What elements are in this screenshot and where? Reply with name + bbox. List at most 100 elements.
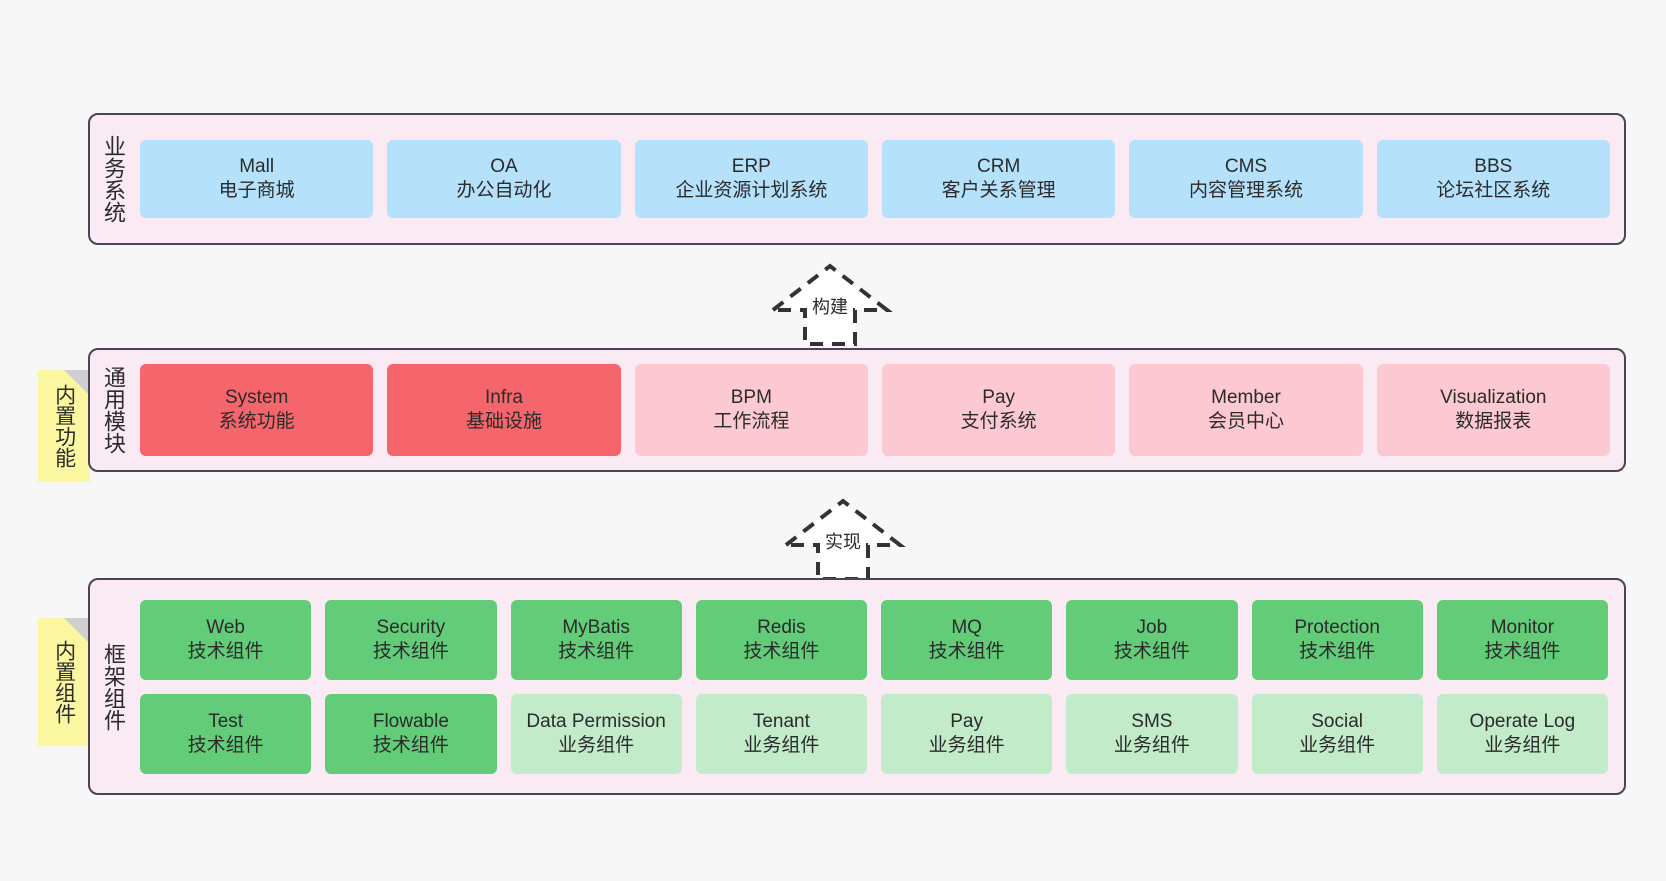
card-tenant-cn: 业务组件 [743, 734, 820, 756]
connector-build-arrow [755, 258, 905, 350]
card-sms-en: SMS [1131, 710, 1173, 732]
framework-row-technical: Web 技术组件 Security 技术组件 MyBatis 技术组件 Redi… [140, 599, 1608, 680]
card-bbs[interactable]: BBS 论坛社区系统 [1376, 140, 1610, 218]
card-oa-cn: 办公自动化 [456, 180, 552, 201]
card-mall[interactable]: Mall 电子商城 [140, 140, 374, 218]
connector-build-label: 构建 [812, 297, 848, 317]
card-visualization[interactable]: Visualization 数据报表 [1376, 364, 1610, 456]
card-data-permission-en: Data Permission [526, 710, 666, 732]
card-bbs-cn: 论坛社区系统 [1436, 180, 1551, 201]
note-fold-icon [64, 370, 90, 396]
card-infra-en: Infra [484, 387, 523, 409]
card-test[interactable]: Test 技术组件 [140, 693, 312, 774]
card-cms[interactable]: CMS 内容管理系统 [1129, 140, 1363, 218]
note-builtin-functions: 内置功能 [38, 370, 90, 482]
card-monitor-cn: 技术组件 [1484, 640, 1561, 662]
card-pay-module-en: Pay [982, 387, 1016, 409]
section-framework-components: 框架组件 Web 技术组件 Security 技术组件 MyBatis 技术组件… [88, 578, 1626, 795]
connector-implement-label: 实现 [825, 532, 861, 552]
card-oa-en: OA [490, 156, 518, 178]
framework-row-business: Test 技术组件 Flowable 技术组件 Data Permission … [140, 693, 1608, 774]
card-mq-en: MQ [951, 616, 982, 638]
section-common-modules-body: System 系统功能 Infra 基础设施 BPM 工作流程 Pay 支付系统… [136, 350, 1624, 470]
card-crm[interactable]: CRM 客户关系管理 [881, 140, 1116, 218]
card-job-en: Job [1136, 616, 1168, 638]
card-visualization-cn: 数据报表 [1455, 411, 1532, 432]
card-test-cn: 技术组件 [187, 734, 264, 756]
card-mq[interactable]: MQ 技术组件 [881, 599, 1053, 680]
card-data-permission-cn: 业务组件 [558, 734, 635, 756]
card-security-cn: 技术组件 [372, 640, 449, 662]
card-redis-en: Redis [757, 616, 806, 638]
card-web-en: Web [206, 616, 245, 638]
card-social-en: Social [1311, 710, 1363, 732]
card-security[interactable]: Security 技术组件 [325, 599, 497, 680]
connector-implement-arrow [768, 493, 918, 585]
card-mybatis[interactable]: MyBatis 技术组件 [510, 599, 682, 680]
card-pay-component-en: Pay [950, 710, 983, 732]
card-web-cn: 技术组件 [187, 640, 264, 662]
card-member-cn: 会员中心 [1207, 411, 1284, 432]
card-infra-cn: 基础设施 [465, 411, 542, 432]
card-cms-cn: 内容管理系统 [1188, 180, 1303, 201]
note-builtin-components: 内置组件 [38, 618, 90, 746]
card-bpm-en: BPM [730, 387, 772, 409]
card-cms-en: CMS [1224, 156, 1268, 178]
card-pay-component[interactable]: Pay 业务组件 [881, 693, 1053, 774]
card-crm-cn: 客户关系管理 [941, 180, 1056, 201]
note-fold-icon [64, 618, 90, 644]
card-protection-en: Protection [1294, 616, 1380, 638]
card-system[interactable]: System 系统功能 [140, 364, 374, 456]
card-mq-cn: 技术组件 [928, 640, 1005, 662]
card-sms-cn: 业务组件 [1113, 734, 1190, 756]
card-operate-log-cn: 业务组件 [1484, 734, 1561, 756]
card-job-cn: 技术组件 [1113, 640, 1190, 662]
card-mybatis-en: MyBatis [562, 616, 630, 638]
card-flowable[interactable]: Flowable 技术组件 [325, 693, 497, 774]
card-bpm-cn: 工作流程 [713, 411, 790, 432]
card-protection[interactable]: Protection 技术组件 [1251, 599, 1423, 680]
card-tenant-en: Tenant [752, 710, 810, 732]
card-sms[interactable]: SMS 业务组件 [1066, 693, 1238, 774]
card-web[interactable]: Web 技术组件 [140, 599, 312, 680]
section-business-systems-title: 业务系统 [100, 135, 126, 223]
card-member-en: Member [1211, 387, 1281, 409]
card-visualization-en: Visualization [1440, 387, 1547, 409]
card-test-en: Test [208, 710, 244, 732]
section-common-modules: 通用模块 System 系统功能 Infra 基础设施 BPM 工作流程 Pay… [88, 348, 1626, 472]
section-framework-components-body: Web 技术组件 Security 技术组件 MyBatis 技术组件 Redi… [136, 580, 1624, 793]
section-common-modules-title: 通用模块 [100, 366, 126, 454]
section-business-systems: 业务系统 Mall 电子商城 OA 办公自动化 ERP 企业资源计划系统 CRM… [88, 113, 1626, 245]
card-job[interactable]: Job 技术组件 [1066, 599, 1238, 680]
card-social-cn: 业务组件 [1299, 734, 1376, 756]
card-erp-en: ERP [731, 156, 771, 178]
card-oa[interactable]: OA 办公自动化 [387, 140, 621, 218]
card-social[interactable]: Social 业务组件 [1251, 693, 1423, 774]
card-system-cn: 系统功能 [218, 411, 295, 432]
card-infra[interactable]: Infra 基础设施 [387, 364, 621, 456]
card-bbs-en: BBS [1474, 156, 1513, 178]
card-system-en: System [224, 387, 289, 409]
card-pay-module[interactable]: Pay 支付系统 [881, 364, 1116, 456]
card-operate-log[interactable]: Operate Log 业务组件 [1436, 693, 1608, 774]
card-erp-cn: 企业资源计划系统 [675, 180, 828, 201]
card-mall-en: Mall [239, 156, 275, 178]
card-operate-log-en: Operate Log [1469, 710, 1576, 732]
card-bpm[interactable]: BPM 工作流程 [634, 364, 868, 456]
card-protection-cn: 技术组件 [1299, 640, 1376, 662]
card-data-permission[interactable]: Data Permission 业务组件 [510, 693, 682, 774]
card-pay-component-cn: 业务组件 [928, 734, 1005, 756]
card-flowable-en: Flowable [372, 710, 449, 732]
card-pay-module-cn: 支付系统 [960, 411, 1037, 432]
card-tenant[interactable]: Tenant 业务组件 [695, 693, 867, 774]
note-builtin-functions-label: 内置功能 [52, 384, 76, 468]
section-framework-components-title: 框架组件 [100, 642, 126, 731]
card-erp[interactable]: ERP 企业资源计划系统 [634, 140, 868, 218]
card-security-en: Security [376, 616, 446, 638]
card-member[interactable]: Member 会员中心 [1129, 364, 1363, 456]
card-redis[interactable]: Redis 技术组件 [695, 599, 867, 680]
card-monitor-en: Monitor [1490, 616, 1555, 638]
section-business-systems-body: Mall 电子商城 OA 办公自动化 ERP 企业资源计划系统 CRM 客户关系… [136, 115, 1624, 243]
card-monitor[interactable]: Monitor 技术组件 [1436, 599, 1608, 680]
